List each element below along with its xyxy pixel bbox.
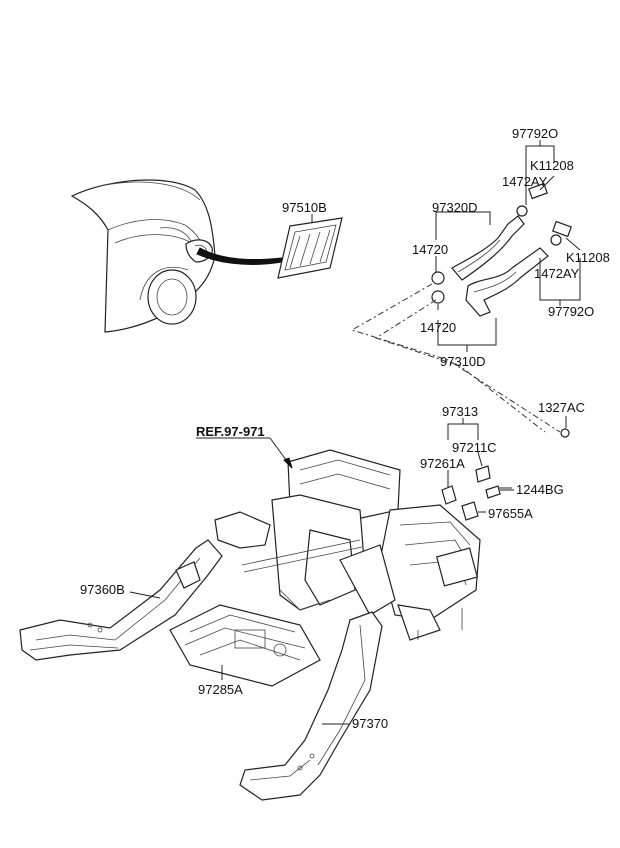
label-14720-b: 14720 [420, 320, 456, 335]
heater-unit-assembly [214, 449, 481, 641]
leader-lines [129, 140, 581, 725]
label-K11208-bot: K11208 [566, 250, 610, 265]
label-1244BG: 1244BG [516, 482, 564, 497]
label-97211C: 97211C [452, 440, 497, 455]
label-97370: 97370 [352, 716, 388, 731]
label-97261A: 97261A [420, 456, 465, 471]
label-97313: 97313 [442, 404, 478, 419]
label-1327AC: 1327AC [538, 400, 585, 415]
label-97310D: 97310D [440, 354, 486, 369]
label-1472AY-bot: 1472AY [534, 266, 580, 281]
label-97792O-top: 97792O [512, 126, 558, 141]
label-97510B: 97510B [282, 200, 327, 215]
label-97792O-bot: 97792O [548, 304, 594, 319]
vent-grille-97510B [277, 214, 343, 279]
label-14720-a: 14720 [412, 242, 448, 257]
label-ref-97-971: REF.97-971 [196, 424, 265, 439]
label-97655A: 97655A [488, 506, 533, 521]
floor-panel-97285A [169, 604, 321, 687]
vehicle-rear-illustration [70, 179, 283, 333]
rear-duct-97360B [19, 539, 223, 661]
heater-hose-97320D [451, 215, 525, 281]
fasteners [441, 428, 570, 521]
label-97360B: 97360B [80, 582, 125, 597]
label-97320D: 97320D [432, 200, 478, 215]
label-K11208-top: K11208 [530, 158, 574, 173]
label-97285A: 97285A [198, 682, 243, 697]
label-1472AY-top: 1472AY [502, 174, 548, 189]
rear-duct-97370 [239, 611, 383, 801]
part-labels: 97792O K11208 1472AY 97510B 97320D 14720… [80, 126, 610, 731]
heater-hose-97310D [465, 247, 549, 317]
dashed-reference-lines [350, 283, 561, 433]
